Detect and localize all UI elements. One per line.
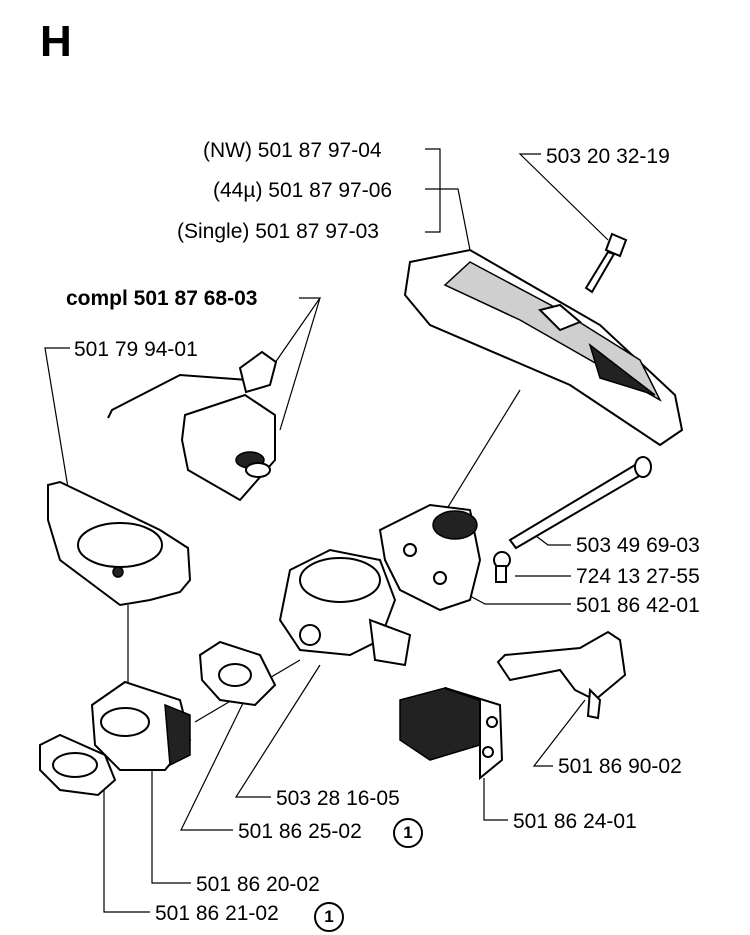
section-letter: H bbox=[40, 17, 72, 66]
part-label-bolt: 503 49 69-03 bbox=[576, 534, 700, 557]
adapter-block bbox=[378, 503, 482, 612]
part-label-single: (Single) 501 87 97-03 bbox=[177, 220, 379, 243]
part-label-intake: 501 86 20-02 bbox=[196, 873, 320, 896]
gasket-plate-large bbox=[47, 480, 192, 607]
gasket-c bbox=[39, 733, 117, 797]
part-label-small-screw: 724 13 27-55 bbox=[576, 565, 700, 588]
long-bolt bbox=[508, 456, 652, 550]
air-filter-cover bbox=[403, 248, 684, 447]
note-marker-1: 1 bbox=[393, 818, 423, 848]
filter-block bbox=[399, 687, 504, 781]
part-label-carb: 503 28 16-05 bbox=[276, 787, 400, 810]
part-label-filter: 501 86 24-01 bbox=[513, 810, 637, 833]
carburetor bbox=[278, 548, 412, 667]
part-label-compl: compl 501 87 68-03 bbox=[66, 287, 258, 310]
small-screw bbox=[493, 551, 511, 583]
choke-rod-assembly bbox=[107, 350, 278, 502]
top-screw bbox=[584, 232, 628, 294]
gasket-small bbox=[198, 640, 277, 707]
choke-lever bbox=[496, 630, 627, 720]
part-label-gasket-b: 501 86 25-02 bbox=[238, 820, 362, 843]
part-label-44mu: (44µ) 501 87 97-06 bbox=[213, 179, 393, 202]
part-label-gasket-c: 501 86 21-02 bbox=[155, 902, 279, 925]
part-label-nw: (NW) 501 87 97-04 bbox=[203, 139, 382, 162]
part-label-top-screw: 503 20 32-19 bbox=[546, 145, 670, 168]
part-label-adapter: 501 86 42-01 bbox=[576, 594, 700, 617]
note-marker-2: 1 bbox=[314, 902, 344, 932]
intake-elbow bbox=[90, 680, 192, 771]
part-label-choke: 501 86 90-02 bbox=[558, 755, 682, 778]
part-label-gasket-a: 501 79 94-01 bbox=[74, 338, 198, 361]
